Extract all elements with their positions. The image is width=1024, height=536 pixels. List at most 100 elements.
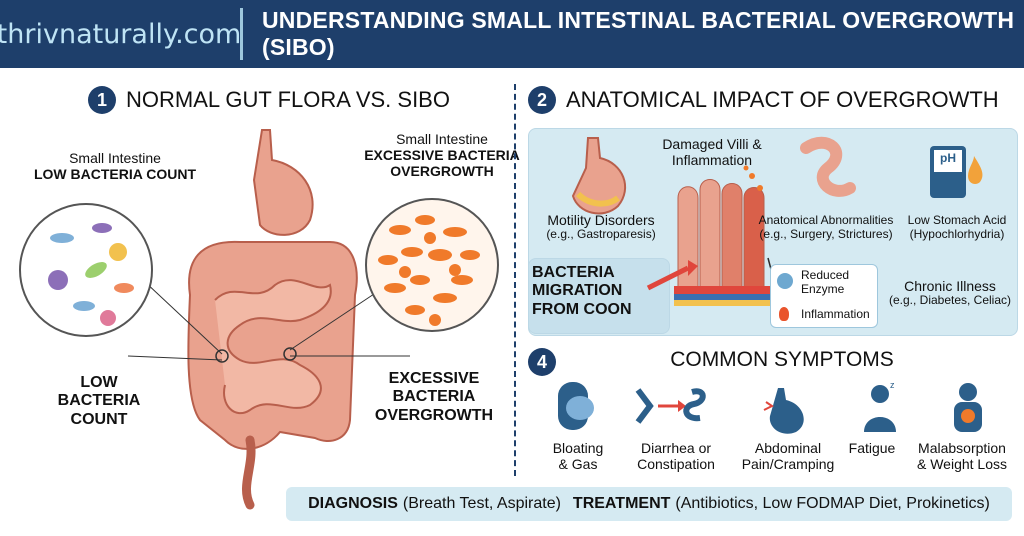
stomach-shape: [252, 129, 314, 236]
right-zoom-point: [283, 347, 297, 361]
symptom-bloating-line2: & Gas: [558, 456, 598, 473]
villi-label-line1: Damaged Villi &: [662, 136, 762, 152]
migration-line2: MIGRATION: [532, 282, 623, 300]
header-bar: thrivnaturally.com UNDERSTANDING SMALL I…: [0, 0, 1024, 68]
bacteria-blue-rod: [50, 233, 74, 243]
bacteria-pink-coccus: [100, 310, 116, 326]
bloating-icon: [558, 382, 594, 430]
migration-label: BACTERIA MIGRATION FROM COON: [532, 264, 664, 319]
symptom-bloating: Bloating & Gas: [536, 440, 620, 472]
large-intestine-shape: [187, 240, 358, 450]
migration-arrow: [646, 265, 690, 291]
diagnosis-label: DIAGNOSIS: [308, 495, 398, 512]
inflammation-text: Inflammation: [801, 307, 870, 321]
section1-title: 1 NORMAL GUT FLORA VS. SIBO: [88, 86, 450, 114]
motility-label: Motility Disorders (e.g., Gastroparesis): [534, 212, 668, 242]
motility-sub: (e.g., Gastroparesis): [546, 227, 656, 242]
treatment-text: (Antibiotics, Low FODMAP Diet, Prokineti…: [675, 495, 990, 512]
sibo-label-line3: OVERGROWTH: [390, 163, 494, 180]
anatomical-icons: [571, 136, 983, 306]
section2-title: 2 ANATOMICAL IMPACT OF OVERGROWTH: [528, 86, 999, 114]
ph-label: pH: [940, 151, 956, 165]
enzyme-line1: Reduced: [801, 268, 850, 282]
symptom-malabsorption: Malabsorption & Weight Loss: [906, 440, 1018, 472]
fire-icon: [779, 307, 789, 321]
section4-number: 4: [528, 348, 556, 376]
excessive-bacteria-label: EXCESSIVE BACTERIA OVERGROWTH: [364, 370, 504, 425]
chronic-sub: (e.g., Diabetes, Celiac): [888, 293, 1012, 308]
malabsorption-icon: [954, 383, 982, 432]
bacteria-purple-rod: [92, 223, 112, 233]
page-title: UNDERSTANDING SMALL INTESTINAL BACTERIAL…: [262, 7, 1015, 60]
excessive-bacteria-line3: OVERGROWTH: [374, 406, 494, 424]
normal-flora-circle: [19, 203, 153, 337]
excessive-bacteria-line1: EXCESSIVE: [388, 370, 480, 387]
anatomical-title: Anatomical Abnormalities: [758, 213, 894, 227]
section1-number: 1: [88, 86, 116, 114]
bacteria-green-rod: [85, 262, 107, 278]
acid-sub: (Hypochlorhydria): [909, 226, 1005, 241]
left-zoom-point: [215, 349, 229, 363]
low-bacteria-line3: COUNT: [70, 410, 128, 428]
left-zoom-line-bottom: [127, 355, 223, 361]
header-divider: [240, 8, 243, 60]
villi-label: Damaged Villi & Inflammation: [646, 136, 778, 168]
bacteria-orange-rod: [114, 283, 134, 293]
svg-text:z: z: [890, 380, 895, 390]
symptom-malabsorption-line1: Malabsorption: [918, 440, 1006, 456]
symptom-bloating-line1: Bloating: [552, 440, 604, 456]
migration-line3: FROM COON: [532, 300, 632, 318]
enzyme-card: Reduced Enzyme Inflammation: [770, 264, 878, 328]
villi-label-line2: Inflammation: [671, 152, 753, 169]
site-name[interactable]: thrivnaturally.com: [0, 18, 242, 50]
enzyme-line2: Enzyme: [801, 281, 845, 296]
small-intestine-shape: [214, 279, 332, 415]
symptom-fatigue: Fatigue: [844, 440, 900, 456]
low-bacteria-line2: BACTERIA: [57, 392, 141, 410]
anatomical-label: Anatomical Abnormalities (e.g., Surgery,…: [752, 213, 900, 242]
sibo-label-line1: Small Intestine: [396, 131, 488, 147]
sibo-label: Small Intestine EXCESSIVE BACTERIA OVERG…: [356, 131, 528, 179]
acid-drop-icon: [968, 156, 983, 184]
motility-title: Motility Disorders: [547, 212, 655, 228]
symptom-fatigue-line1: Fatigue: [848, 440, 896, 456]
symptom-malabsorption-line2: & Weight Loss: [916, 456, 1007, 473]
section-divider: [514, 84, 516, 476]
low-bacteria-line1: LOW: [80, 374, 118, 391]
gut-illustration: [19, 129, 499, 510]
normal-flora-label-line1: Small Intestine: [69, 150, 161, 166]
stomach-icon: [571, 137, 627, 215]
enzyme-text: Reduced Enzyme: [801, 268, 850, 297]
anatomical-sub: (e.g., Surgery, Strictures): [759, 226, 893, 241]
acid-title: Low Stomach Acid: [907, 213, 1007, 227]
low-bacteria-count-label: LOW BACTERIA COUNT: [44, 374, 154, 429]
chronic-label: Chronic Illness (e.g., Diabetes, Celiac): [886, 278, 1014, 308]
stomach-pain-icon: [763, 388, 804, 434]
enzyme-icon: [777, 273, 793, 289]
bacteria-blue-rod-2: [73, 301, 95, 311]
acid-label: Low Stomach Acid (Hypochlorhydria): [898, 213, 1016, 242]
symptom-abdominal-line2: Pain/Cramping: [741, 456, 835, 473]
stomach-fluid: [575, 191, 620, 207]
sibo-label-line2: EXCESSIVE BACTERIA: [364, 147, 520, 164]
section4-title: COMMON SYMPTOMS: [670, 348, 894, 371]
bacteria-yellow-coccus: [109, 243, 127, 261]
migration-arrowhead: [688, 260, 698, 276]
intestine-loop-icon: [800, 136, 856, 197]
diagnosis-treatment-bar: DIAGNOSIS (Breath Test, Aspirate) TREATM…: [286, 487, 1012, 521]
symptom-diarrhea-line1: Diarrhea or: [640, 440, 712, 456]
symptom-diarrhea: Diarrhea or Constipation: [624, 440, 728, 472]
bacteria-purple-coccus: [48, 270, 68, 290]
section1-title-text: NORMAL GUT FLORA VS. SIBO: [126, 87, 450, 112]
excessive-bacteria-line2: BACTERIA: [392, 388, 476, 406]
symptom-icons: z: [558, 380, 982, 434]
symptom-abdominal: Abdominal Pain/Cramping: [732, 440, 844, 472]
migration-panel: [528, 258, 670, 334]
overgrowth-bacteria-cluster: [378, 215, 480, 326]
section2-title-text: ANATOMICAL IMPACT OF OVERGROWTH: [566, 87, 999, 112]
symptom-diarrhea-line2: Constipation: [637, 456, 715, 473]
treatment-label: TREATMENT: [572, 495, 671, 512]
rectum-shape: [242, 435, 256, 510]
ph-meter-screen: [934, 150, 962, 172]
intestine-icon: [635, 388, 706, 424]
